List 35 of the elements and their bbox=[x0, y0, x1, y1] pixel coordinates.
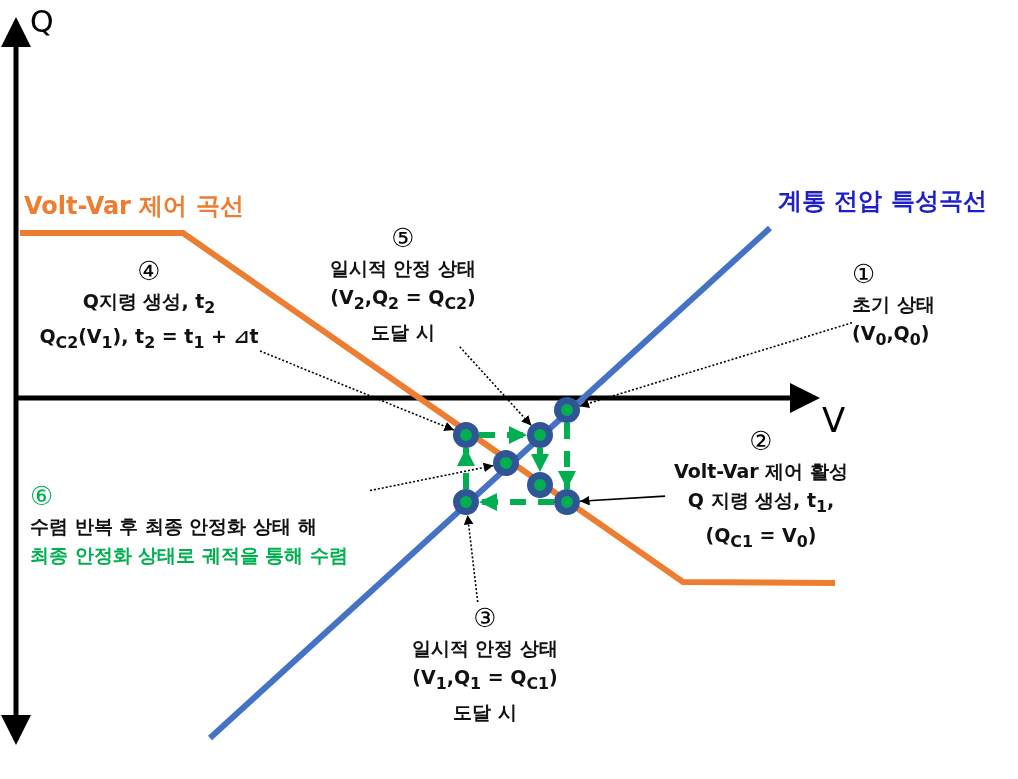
state-point bbox=[453, 422, 479, 448]
trajectory-arrow bbox=[479, 426, 527, 444]
annotation-text: Volt-Var 제어 활성 Q 지령 생성, t$_{1}$, (Q$_{C1}$ = V$_{0}$) bbox=[673, 459, 849, 553]
trajectory-arrow bbox=[479, 493, 554, 511]
annotation-text: 일시적 안정 상태 (V$_{2}$,Q$_{2}$ = Q$_{C2}$) 도달 시 bbox=[328, 256, 478, 345]
state-point bbox=[554, 397, 580, 423]
step-number: ② bbox=[748, 425, 774, 457]
leader-line bbox=[458, 346, 533, 427]
leader-line bbox=[578, 321, 853, 408]
leader-line bbox=[369, 462, 495, 492]
step-number: ③ bbox=[472, 602, 498, 634]
curve-label: Volt-Var 제어 곡선 bbox=[24, 191, 244, 222]
step-number: ⑥ bbox=[30, 480, 55, 512]
state-point bbox=[527, 422, 553, 448]
trajectory-arrow bbox=[558, 423, 576, 489]
annotation-text: Q지령 생성, t$_{2}$ Q$_{C2}$(V$_{1}$), t$_{2}$ = t$_{1}$ + ⊿t bbox=[38, 289, 260, 354]
step-number: ④ bbox=[136, 255, 162, 287]
state-point bbox=[527, 472, 553, 498]
trajectory-arrow bbox=[457, 448, 475, 489]
leader-line bbox=[259, 350, 455, 431]
annotation-text: 일시적 안정 상태 (V$_{1}$,Q$_{1}$ = Q$_{C1}$) 도달 시 bbox=[410, 636, 560, 725]
annotation-text: 초기 상태 (V$_{0}$,Q$_{0}$) bbox=[852, 292, 936, 351]
annotation-text: 최종 안정화 상태로 궤적을 통해 수렴 bbox=[30, 543, 350, 568]
leader-line bbox=[579, 495, 666, 506]
step-number: ⑤ bbox=[390, 222, 416, 254]
trajectory-arrow bbox=[531, 448, 549, 472]
curve-label: 계통 전압 특성곡선 bbox=[778, 186, 987, 217]
step-number: ① bbox=[852, 258, 877, 290]
axis-label: Q bbox=[30, 4, 54, 39]
annotation-text: 수렴 반복 후 최종 안정화 상태 해 bbox=[30, 514, 318, 539]
state-point bbox=[493, 450, 519, 476]
state-point bbox=[453, 489, 479, 515]
axis-label: V bbox=[822, 400, 846, 440]
state-point bbox=[554, 489, 580, 515]
leader-line bbox=[463, 514, 479, 603]
